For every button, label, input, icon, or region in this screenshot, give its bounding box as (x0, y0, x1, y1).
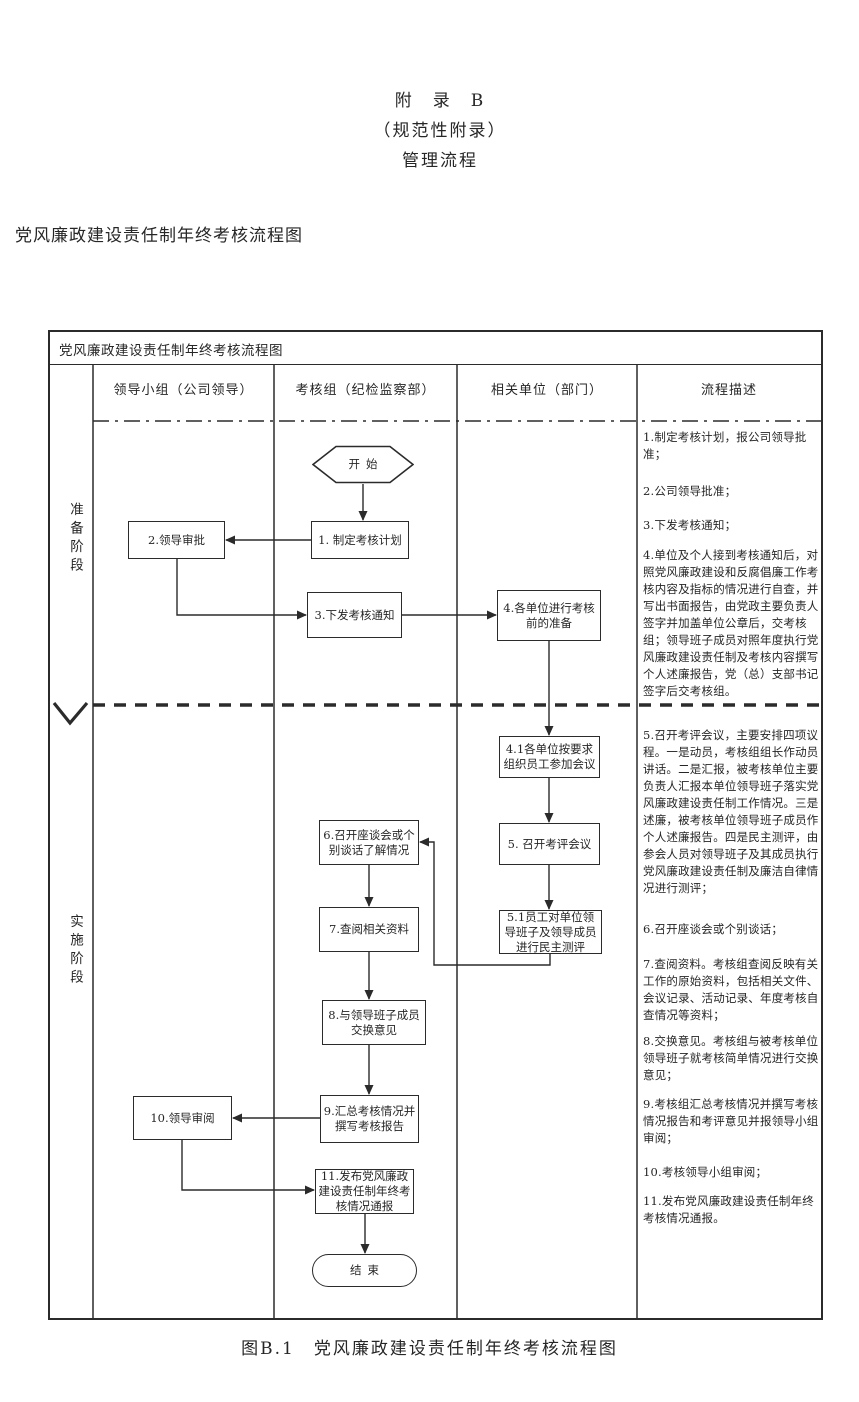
node-11-publish-bulletin: 11.发布党风廉政建设责任制年终考核情况通报 (315, 1169, 414, 1214)
process-description-11: 11.发布党风廉政建设责任制年终考核情况通报。 (643, 1194, 814, 1225)
start-hexagon-shape (312, 445, 414, 484)
column-header-related-units: 相关单位（部门） (490, 383, 603, 398)
node-4-1-organize-staff: 4.1各单位按要求组织员工参加会议 (499, 736, 600, 778)
node-1-make-plan: 1. 制定考核计划 (311, 521, 409, 559)
connector-10-to-11 (181, 1140, 315, 1195)
phase-label-preparation: 准备阶段 (67, 502, 83, 576)
node-10-leader-review: 10.领导审阅 (133, 1096, 232, 1140)
node-3-issue-notice: 3.下发考核通知 (307, 592, 402, 638)
node-6-symposium-talks: 6.召开座谈会或个别谈话了解情况 (319, 820, 419, 865)
figure-caption: 图B.1 党风廉政建设责任制年终考核流程图 (241, 1339, 618, 1359)
process-description-9: 9.考核组汇总考核情况并撰写考核情况报告和考评意见并报领导小组审阅； (643, 1097, 819, 1145)
phase-chevron (52, 701, 89, 726)
node-5-1-democratic-evaluation: 5.1员工对单位领导班子及领导成员进行民主测评 (499, 910, 602, 954)
appendix-title-line2: （规范性附录） (373, 121, 507, 141)
process-description-1: 1.制定考核计划，报公司领导批准； (643, 430, 807, 461)
node-2-leader-approval: 2.领导审批 (128, 521, 225, 559)
flowchart-frame: 党风廉政建设责任制年终考核流程图 (48, 330, 823, 1320)
flowchart-connectors (52, 365, 821, 1318)
process-description-3: 3.下发考核通知； (643, 518, 737, 532)
column-header-assessment-team: 考核组（纪检监察部） (295, 383, 436, 398)
appendix-title: 附 录 B （规范性附录） 管理流程 (30, 86, 850, 176)
node-9-write-report: 9.汇总考核情况并撰写考核报告 (320, 1095, 419, 1143)
node-8-exchange-opinions: 8.与领导班子成员交换意见 (322, 1000, 426, 1045)
node-end: 结束 (312, 1254, 417, 1287)
flowchart-title: 党风廉政建设责任制年终考核流程图 (50, 332, 821, 365)
column-header-leadership-group: 领导小组（公司领导） (113, 383, 254, 398)
node-4-unit-preparation: 4.各单位进行考核前的准备 (497, 590, 601, 641)
process-description-6: 6.召开座谈会或个别谈话； (643, 922, 784, 936)
process-description-7: 7.查阅资料。考核组查阅反映有关工作的原始资料，包括相关文件、会议记录、活动记录… (643, 957, 819, 1022)
document-heading: 党风廉政建设责任制年终考核流程图 (15, 226, 303, 246)
process-description-4: 4.单位及个人接到考核通知后，对照党风廉政建设和反腐倡廉工作考核内容及指标的情况… (643, 548, 819, 698)
node-5-hold-meeting: 5. 召开考评会议 (499, 823, 600, 865)
node-start: 开始 (312, 445, 414, 484)
process-description-8: 8.交换意见。考核组与被考核单位领导班子就考核简单情况进行交换意见； (643, 1034, 819, 1082)
connector-2-to-3 (176, 559, 307, 620)
process-description-10: 10.考核领导小组审阅； (643, 1165, 768, 1179)
process-description-2: 2.公司领导批准； (643, 484, 737, 498)
node-7-review-materials: 7.查阅相关资料 (319, 907, 419, 952)
column-header-process-description: 流程描述 (700, 383, 757, 398)
node-start-label: 开始 (348, 457, 384, 471)
process-description-5: 5.召开考评会议，主要安排四项议程。一是动员，考核组组长作动员讲话。二是汇报，被… (643, 728, 819, 895)
appendix-title-line1: 附 录 B (394, 91, 486, 111)
connector-5.1-to-6 (419, 837, 551, 966)
phase-label-implementation: 实施阶段 (67, 914, 83, 988)
appendix-title-line3: 管理流程 (402, 151, 478, 171)
